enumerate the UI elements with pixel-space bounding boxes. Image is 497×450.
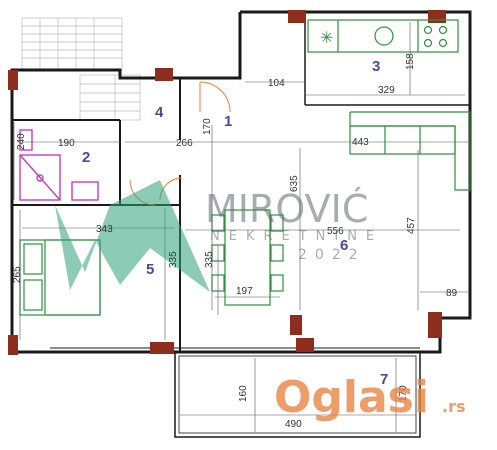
door-swing — [199, 81, 231, 113]
dim-457: 457 — [406, 217, 417, 234]
dim-104: 104 — [268, 78, 285, 89]
bed — [19, 239, 101, 316]
dim-89: 89 — [446, 288, 458, 299]
dim-190: 190 — [58, 138, 75, 149]
stove-burner-icon — [438, 25, 448, 35]
dimension-lines — [13, 22, 470, 432]
pillar — [288, 10, 306, 23]
dim-635: 635 — [289, 175, 300, 192]
dim-556: 556 — [327, 226, 344, 237]
dim-343: 343 — [96, 224, 113, 235]
watermark: MIROVIĆ NEKRETNINE 2022 — [55, 180, 383, 292]
staircase — [21, 17, 141, 121]
watermark-subtitle: NEKRETNINE — [210, 229, 383, 244]
room-label-6: 6 — [340, 237, 348, 254]
washbasin — [71, 181, 99, 201]
outer-wall — [240, 10, 472, 354]
bathroom — [19, 129, 99, 201]
asterisk-icon: ✳ — [320, 28, 333, 47]
dim-197: 197 — [236, 286, 253, 297]
oglasi-logo: Oglasi .rs — [274, 372, 466, 423]
oglasi-logo-text: Oglasi — [274, 372, 429, 423]
stove-burner-icon — [438, 38, 448, 48]
room-label-3: 3 — [372, 58, 380, 75]
stove-burner-icon — [423, 25, 433, 35]
chair — [270, 274, 284, 292]
shower — [19, 154, 61, 201]
toilet — [19, 129, 33, 151]
pillar — [155, 68, 173, 81]
dim-266: 266 — [176, 138, 193, 149]
watermark-logo-mark — [55, 180, 210, 292]
room-label-5: 5 — [146, 261, 154, 278]
pillar — [296, 338, 314, 352]
chair — [270, 214, 284, 232]
room-label-2: 2 — [82, 149, 90, 166]
dim-170-terrace: 170 — [398, 385, 409, 402]
pillar — [428, 312, 442, 338]
pillar — [428, 10, 446, 23]
dim-240: 240 — [16, 133, 27, 150]
dim-490: 490 — [285, 419, 302, 430]
dim-170-hall: 170 — [202, 118, 213, 135]
dim-160: 160 — [238, 385, 249, 402]
room-labels: 1 2 3 4 5 6 7 — [82, 58, 388, 388]
dimension-labels: 104 329 158 443 170 266 190 240 635 556 … — [12, 53, 458, 430]
pillars — [8, 10, 446, 355]
watermark-year: 2022 — [298, 247, 366, 263]
stove-burner-icon — [423, 38, 433, 48]
room-label-1: 1 — [224, 113, 232, 130]
dim-329: 329 — [378, 85, 395, 96]
pillar — [150, 342, 174, 354]
pillar — [8, 70, 18, 90]
dim-335-bedroom: 335 — [168, 251, 179, 268]
dim-265: 265 — [12, 266, 23, 283]
chair — [270, 244, 284, 262]
dim-158: 158 — [405, 53, 416, 70]
dim-335-dining: 335 — [204, 251, 215, 268]
room-label-7: 7 — [380, 371, 388, 388]
kitchen-counter: ✳ — [307, 19, 459, 53]
watermark-brand: MIROVIĆ — [205, 187, 368, 231]
sink-icon — [374, 26, 394, 46]
pillar — [8, 335, 18, 355]
pillar — [290, 315, 302, 335]
oglasi-logo-tld: .rs — [442, 397, 466, 416]
room-label-4: 4 — [155, 104, 164, 121]
sofa — [349, 111, 471, 191]
dim-443: 443 — [352, 137, 369, 148]
